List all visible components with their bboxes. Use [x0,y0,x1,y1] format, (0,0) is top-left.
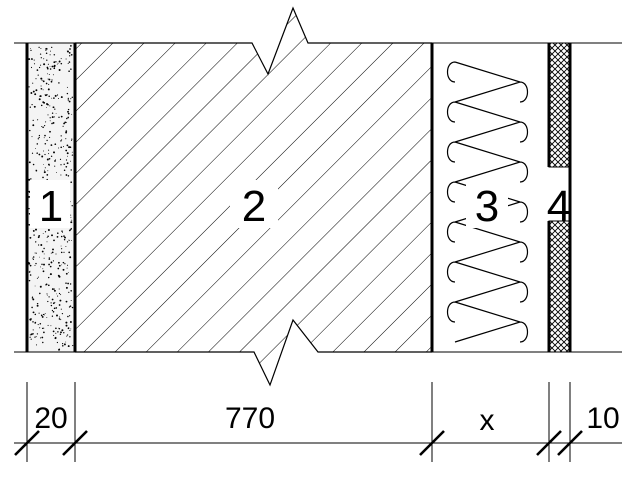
dimension-chain [14,382,622,462]
layer-label-3: 3 [475,182,499,231]
dimension-770: 770 [225,402,275,435]
break-symbol-top [75,6,432,76]
layer-label-2: 2 [242,182,266,231]
dimension-10: 10 [586,402,619,435]
dimension-x: x [480,404,495,437]
break-symbol-bottom [75,318,432,387]
dimension-20: 20 [34,402,67,435]
layer-label-4: 4 [547,182,571,231]
dimension-ticks [14,430,583,456]
layer-label-1: 1 [39,182,63,231]
